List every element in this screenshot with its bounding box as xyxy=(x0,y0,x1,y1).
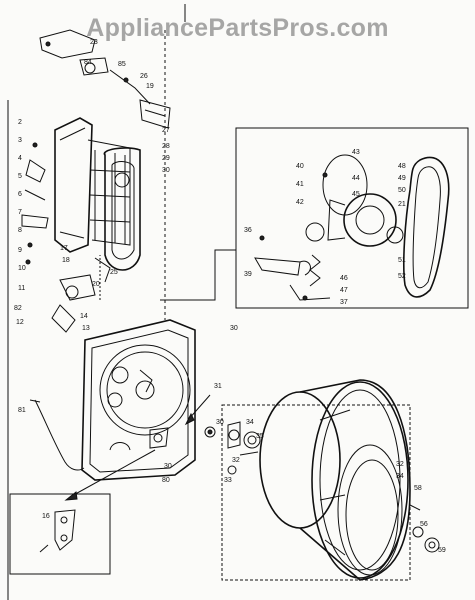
part-label-3: 3 xyxy=(18,137,22,144)
part-label-5: 5 xyxy=(18,173,22,180)
part-label-45: 45 xyxy=(352,191,360,198)
part-label-2: 2 xyxy=(18,119,22,126)
small-parts-inset xyxy=(9,493,111,575)
part-label-26: 26 xyxy=(140,73,148,80)
part-label-34-b: 34 xyxy=(396,473,404,480)
part-label-34: 34 xyxy=(246,419,254,426)
part-label-51: 51 xyxy=(398,257,406,264)
part-label-40: 40 xyxy=(296,163,304,170)
part-label-49: 49 xyxy=(398,175,406,182)
part-label-52: 52 xyxy=(398,273,406,280)
part-label-80: 80 xyxy=(162,477,170,484)
part-label-36: 36 xyxy=(244,227,252,234)
part-label-19: 19 xyxy=(146,83,154,90)
part-label-47: 47 xyxy=(340,287,348,294)
part-label-42: 42 xyxy=(296,199,304,206)
front-roller xyxy=(412,526,440,553)
part-label-43: 43 xyxy=(352,149,360,156)
arrow-line-inset xyxy=(69,449,156,498)
roller-parts xyxy=(204,421,261,475)
part-label-12: 12 xyxy=(16,319,24,326)
part-label-10: 10 xyxy=(18,265,26,272)
part-label-35: 35 xyxy=(256,433,264,440)
rear-bulkhead xyxy=(81,319,196,481)
part-label-4: 4 xyxy=(18,155,22,162)
part-label-16: 16 xyxy=(42,513,50,520)
dryer-drum xyxy=(221,379,421,581)
part-label-46: 46 xyxy=(340,275,348,282)
motor-inset-box xyxy=(235,127,469,309)
part-label-14: 14 xyxy=(80,313,88,320)
part-label-8: 8 xyxy=(18,227,22,234)
part-label-41: 41 xyxy=(296,181,304,188)
part-label-82: 82 xyxy=(14,305,22,312)
part-label-39: 39 xyxy=(244,271,252,278)
part-label-58: 58 xyxy=(414,485,422,492)
part-labels: 23 84 85 26 19 27 28 29 30 2 3 4 5 6 7 8… xyxy=(14,39,446,554)
power-cord xyxy=(34,399,85,471)
part-label-29: 29 xyxy=(162,155,170,162)
part-label-32: 32 xyxy=(232,457,240,464)
part-label-30-c: 30 xyxy=(164,463,172,470)
part-label-20: 20 xyxy=(92,281,100,288)
part-label-9: 9 xyxy=(18,247,22,254)
top-bracket-assembly xyxy=(39,29,171,129)
part-label-11: 11 xyxy=(18,285,25,292)
cord-plug xyxy=(29,399,41,403)
arrow-head-31 xyxy=(184,412,195,426)
heater-housing-assembly xyxy=(21,117,141,333)
part-label-23: 23 xyxy=(90,39,98,46)
part-label-17: 17 xyxy=(60,245,68,252)
part-label-6: 6 xyxy=(18,191,22,198)
part-label-21: 21 xyxy=(398,201,406,208)
part-label-27: 27 xyxy=(162,127,170,134)
inset-leader-line xyxy=(160,249,236,301)
part-label-50: 50 xyxy=(398,187,406,194)
part-label-25: 25 xyxy=(110,269,118,276)
part-label-84: 84 xyxy=(84,59,92,66)
part-label-81: 81 xyxy=(18,407,26,414)
part-label-30-d: 30 xyxy=(216,419,224,426)
part-label-32-b: 32 xyxy=(396,461,404,468)
part-label-28: 28 xyxy=(162,143,170,150)
watermark: AppliancePartsPros.com xyxy=(86,14,389,42)
part-label-18: 18 xyxy=(62,257,70,264)
arrow-head-inset xyxy=(64,491,78,501)
part-label-48: 48 xyxy=(398,163,406,170)
part-label-56: 56 xyxy=(420,521,428,528)
part-label-30-b: 30 xyxy=(230,325,238,332)
part-label-44: 44 xyxy=(352,175,360,182)
part-label-33: 33 xyxy=(224,477,232,484)
part-label-59: 59 xyxy=(438,547,446,554)
part-label-31: 31 xyxy=(214,383,222,390)
part-label-37: 37 xyxy=(340,299,348,306)
part-label-85: 85 xyxy=(118,61,126,68)
part-label-30: 30 xyxy=(162,167,170,174)
part-label-7: 7 xyxy=(18,209,22,216)
part-label-13: 13 xyxy=(82,325,90,332)
